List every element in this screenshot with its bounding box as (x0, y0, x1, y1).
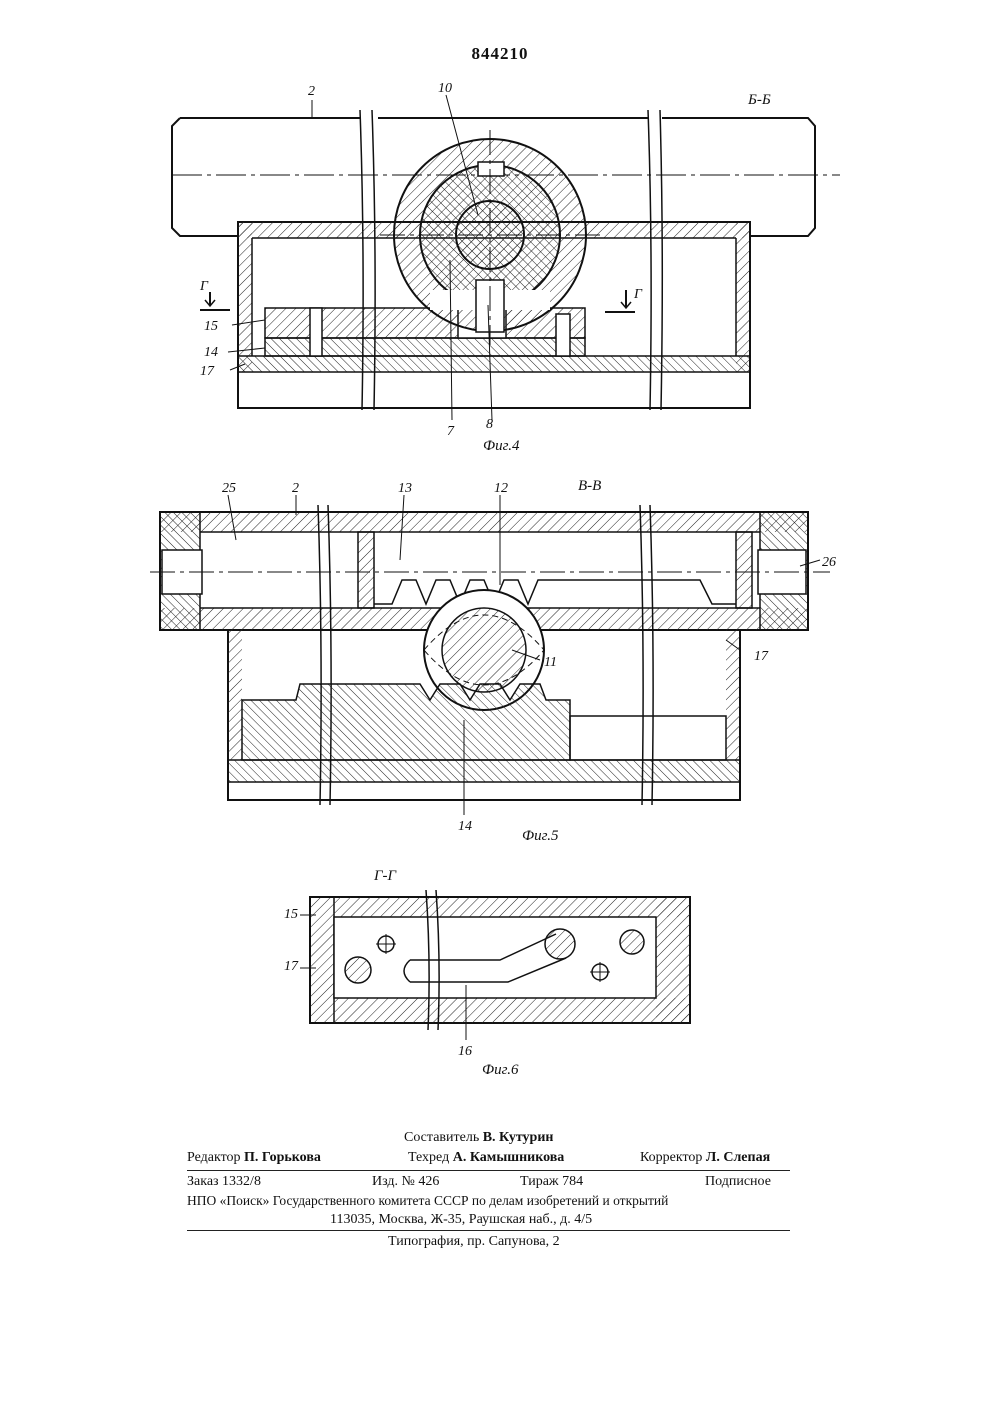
cut-mark-left: Г (199, 279, 209, 294)
techred-label: Техред (408, 1150, 449, 1165)
cut-mark-right: Г (633, 287, 643, 302)
callout-12: 12 (494, 481, 508, 496)
callout-26: 26 (822, 555, 836, 570)
editor-line: Редактор П. Горькова (187, 1150, 321, 1166)
callout-15-fig6: 15 (284, 907, 298, 922)
subscription: Подписное (705, 1174, 771, 1190)
callout-14-fig5: 14 (458, 819, 472, 834)
callout-11: 11 (544, 655, 557, 670)
section-label-fig6: Г-Г (373, 868, 398, 884)
callout-2-fig4: 2 (308, 84, 315, 99)
callout-14-fig4: 14 (204, 345, 218, 360)
callout-13: 13 (398, 481, 412, 496)
order-number: Заказ 1332/8 (187, 1174, 261, 1190)
callout-25: 25 (222, 481, 236, 496)
corrector-name: Л. Слепая (706, 1150, 770, 1165)
callout-17-fig6: 17 (284, 959, 299, 974)
compiler-name: В. Кутурин (483, 1130, 554, 1145)
figure-4 (172, 95, 840, 420)
callout-2-fig5: 2 (292, 481, 299, 496)
edition-number: Изд. № 426 (372, 1174, 439, 1190)
callout-17-fig4: 17 (200, 364, 215, 379)
patent-drawings: 2 10 Б-Б Г Г 15 14 17 7 8 Фиг.4 (0, 0, 1000, 1100)
techred-line: Техред А. Камышникова (408, 1150, 564, 1166)
callout-8: 8 (486, 417, 493, 432)
caption-fig6: Фиг.6 (482, 1062, 519, 1078)
print-run: Тираж 784 (520, 1174, 583, 1190)
callout-17-fig5: 17 (754, 649, 769, 664)
corrector-line: Корректор Л. Слепая (640, 1150, 770, 1166)
editor-label: Редактор (187, 1150, 241, 1165)
corrector-label: Корректор (640, 1150, 702, 1165)
section-label-fig5: В-В (578, 478, 601, 494)
imprint-rule-top (187, 1170, 790, 1171)
callout-16: 16 (458, 1044, 472, 1059)
callout-10: 10 (438, 81, 452, 96)
imprint-rule-bottom (187, 1230, 790, 1231)
publisher: НПО «Поиск» Государственного комитета СС… (187, 1193, 668, 1209)
techred-name: А. Камышникова (453, 1150, 565, 1165)
address: 113035, Москва, Ж-35, Раушская наб., д. … (330, 1212, 592, 1228)
figure-6 (300, 890, 690, 1040)
callout-15-fig4: 15 (204, 319, 218, 334)
section-label-fig4: Б-Б (747, 92, 771, 108)
caption-fig4: Фиг.4 (483, 438, 520, 454)
printer: Типография, пр. Сапунова, 2 (388, 1234, 560, 1250)
callout-7: 7 (447, 424, 455, 439)
compiler-line: Составитель В. Кутурин (404, 1130, 553, 1146)
compiler-label: Составитель (404, 1130, 479, 1145)
figure-5 (150, 495, 830, 815)
caption-fig5: Фиг.5 (522, 828, 559, 844)
editor-name: П. Горькова (244, 1150, 321, 1165)
